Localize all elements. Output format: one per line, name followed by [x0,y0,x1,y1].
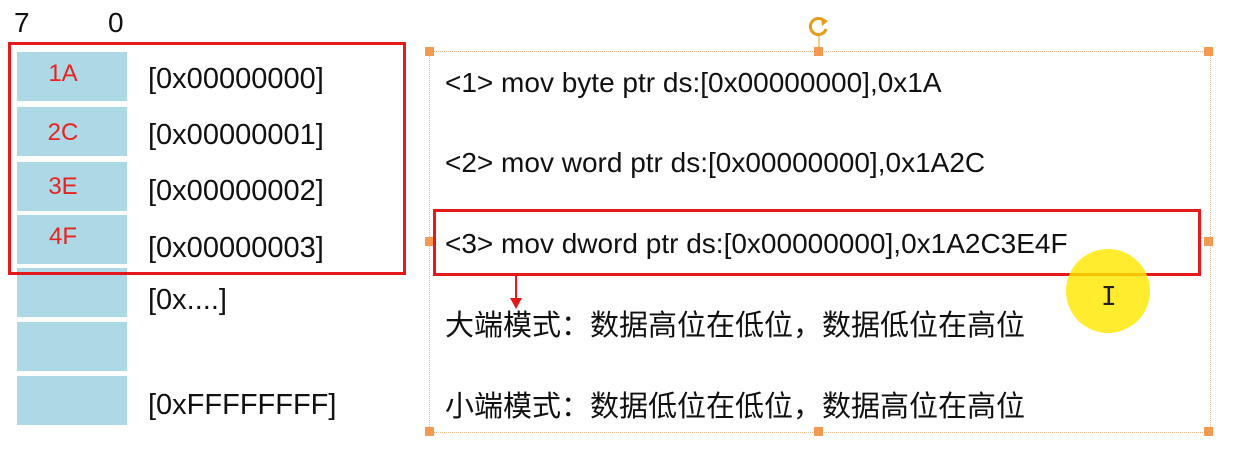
instruction-line: <2> mov word ptr ds:[0x00000000],0x1A2C [445,147,986,178]
memory-address: [0x00000000] [148,63,324,95]
cursor-highlight [1066,249,1150,333]
cell-value: 3E [48,173,78,200]
resize-handle[interactable] [425,237,434,246]
memory-cell: 1A [17,52,127,101]
resize-handle[interactable] [425,47,434,56]
memory-address: [0xFFFFFFFF] [148,389,337,421]
memory-address: [0x00000001] [148,119,324,151]
memory-address: [0x....] [148,284,227,316]
memory-address: [0x00000003] [148,232,324,264]
memory-cell [17,322,127,371]
text-cursor-icon: I [1101,282,1117,312]
big-endian-note: 大端模式：数据高位在低位，数据低位在高位 [445,308,1026,342]
resize-handle[interactable] [425,427,434,436]
cell-value: 1A [48,60,78,87]
resize-handle[interactable] [814,427,823,436]
instruction-line: <1> mov byte ptr ds:[0x00000000],0x1A [445,67,942,98]
little-endian-note: 小端模式：数据低位在低位，数据高位在高位 [445,389,1026,423]
resize-handle[interactable] [1204,237,1213,246]
resize-handle[interactable] [814,47,823,56]
instruction-line: <3> mov dword ptr ds:[0x00000000],0x1A2C… [445,228,1068,259]
memory-highlight-box [8,42,406,275]
memory-address: [0x00000002] [148,175,324,207]
memory-cell: 4F [17,215,127,264]
cell-value: 4F [48,223,77,250]
down-arrow-icon [510,276,522,309]
memory-cell [17,268,127,317]
instruction-highlight-box [433,209,1201,276]
bit-label-high: 7 [14,7,30,38]
memory-cell [17,376,127,425]
bit-label-low: 0 [108,7,124,38]
memory-cell: 2C [17,107,127,156]
resize-handle[interactable] [1204,47,1213,56]
memory-cell: 3E [17,162,127,211]
rotate-handle-icon[interactable] [806,14,832,50]
resize-handle[interactable] [1204,427,1213,436]
cell-value: 2C [47,119,79,146]
